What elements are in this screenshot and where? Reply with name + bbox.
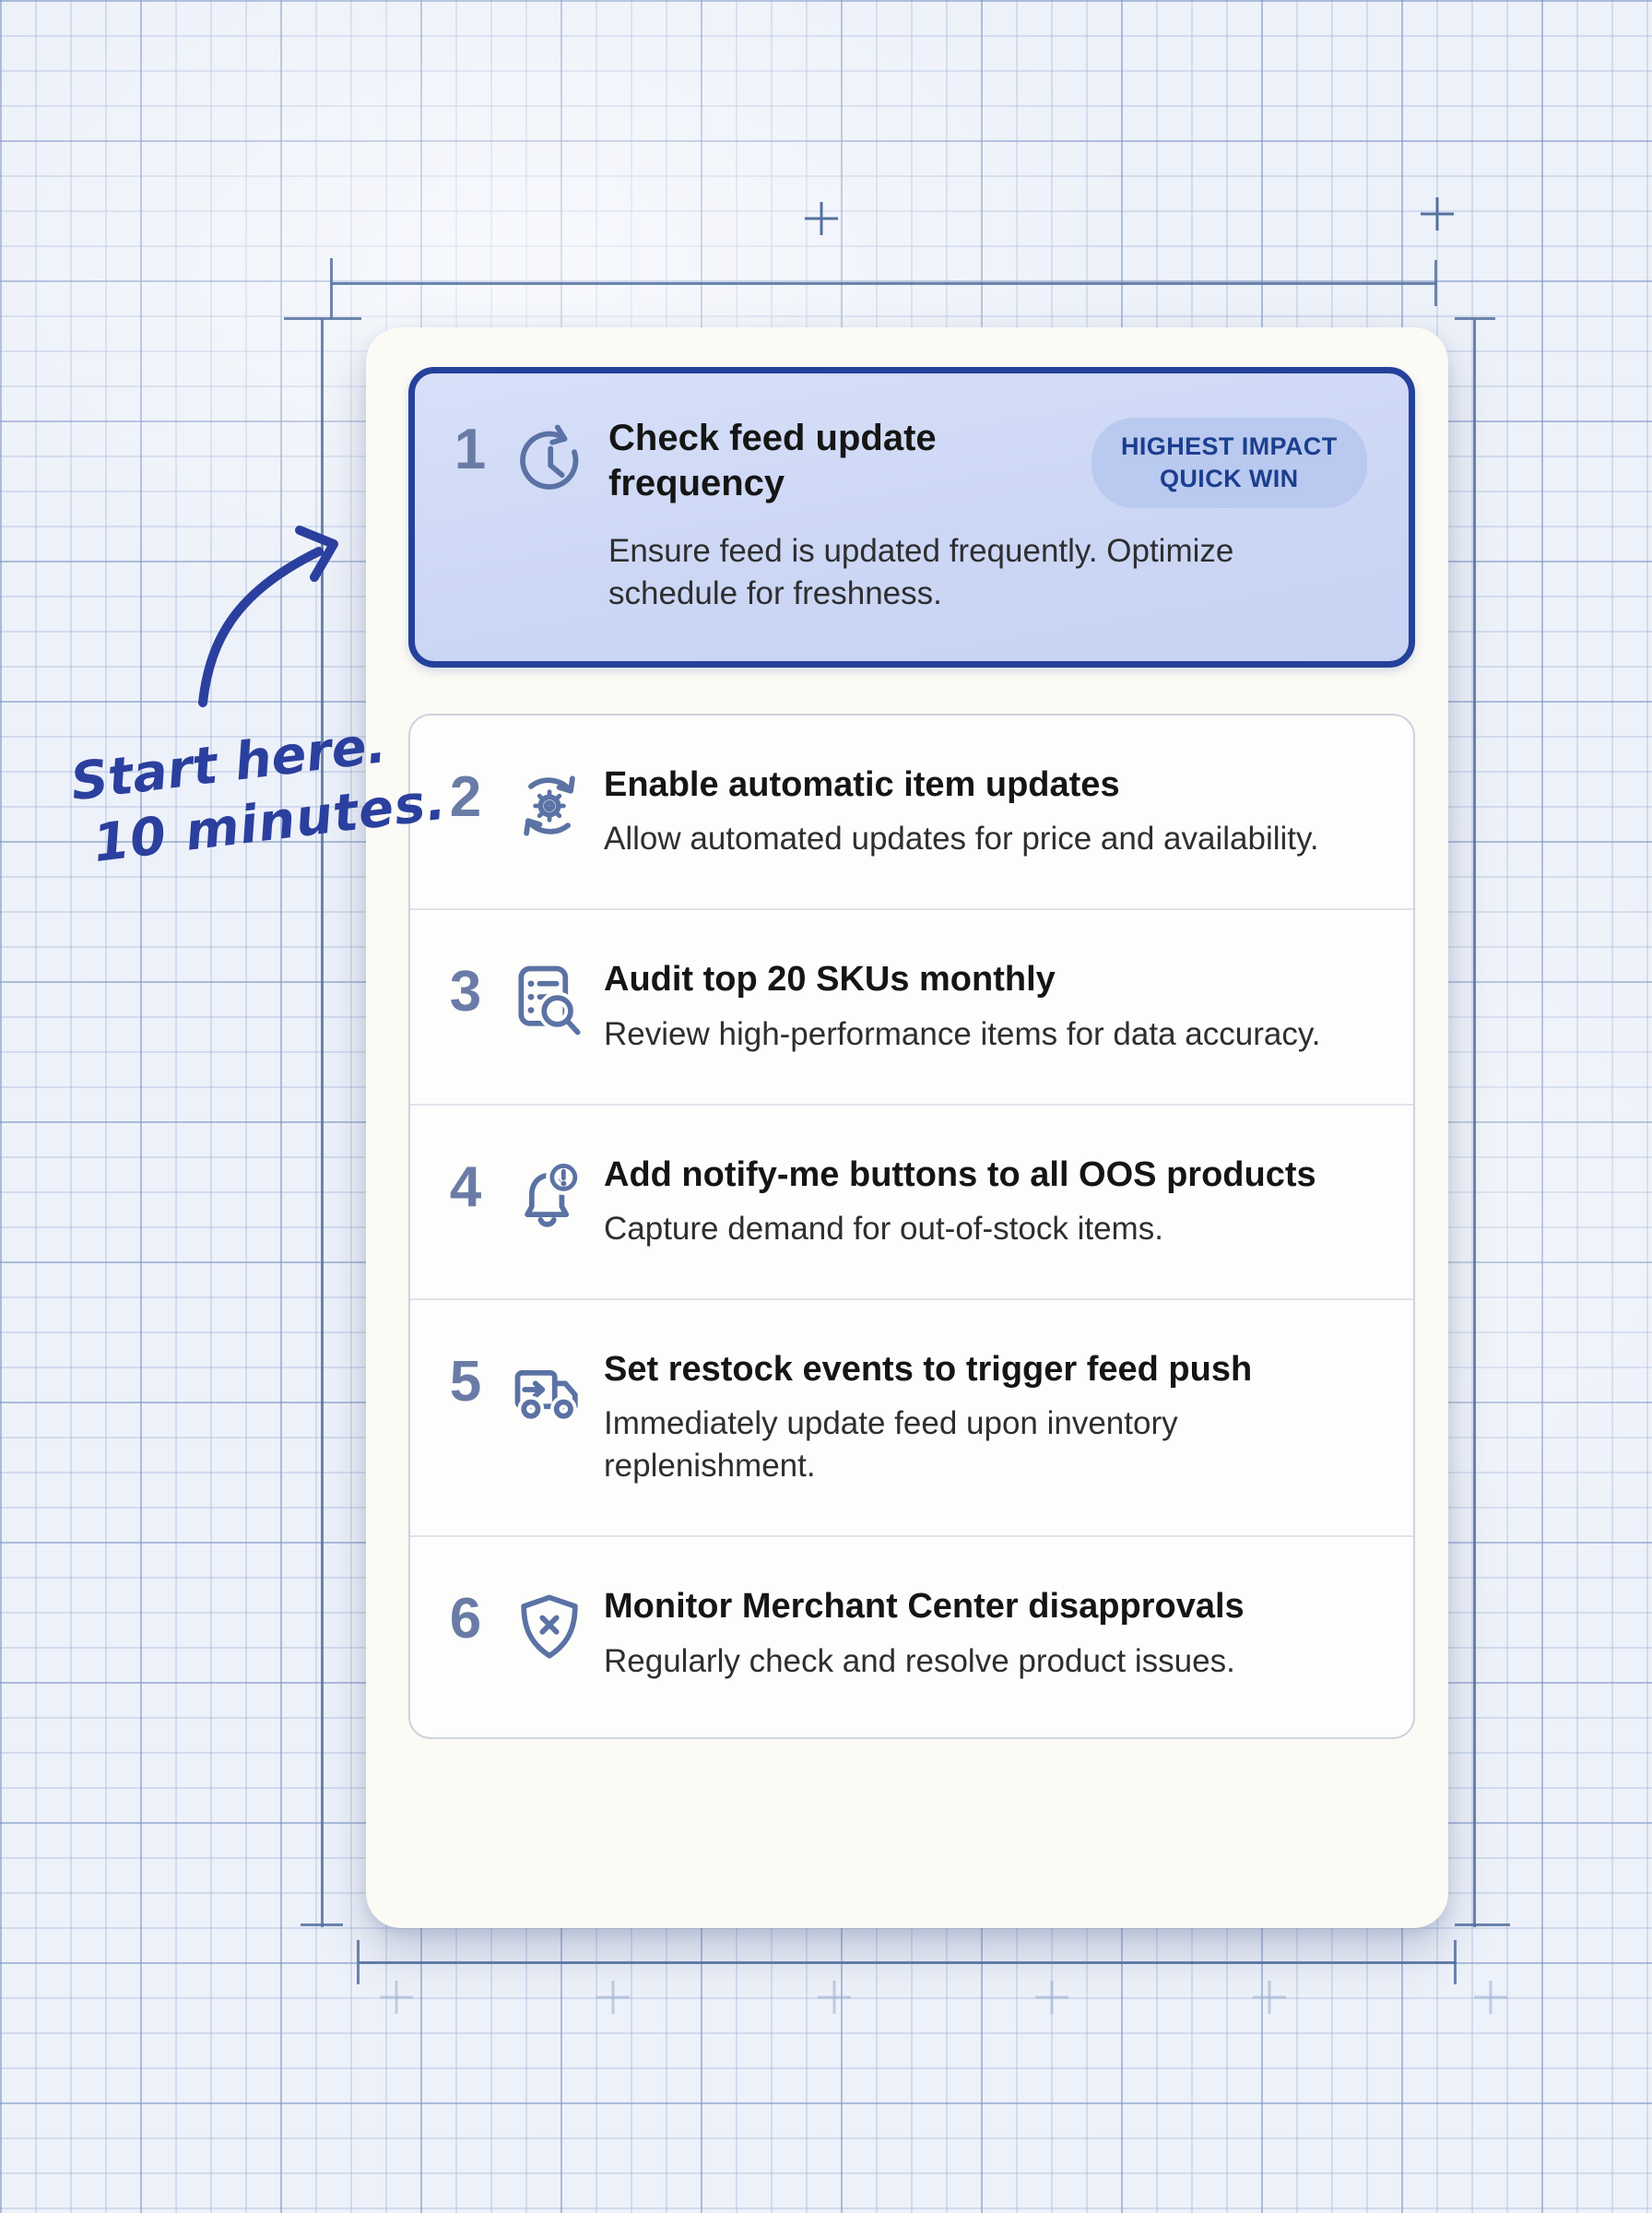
item-description: Immediately update feed upon inventory r… xyxy=(604,1405,1178,1485)
clock-refresh-icon xyxy=(512,416,596,501)
checklist-item-4[interactable]: 4 Add notify-me buttons to all OO xyxy=(410,1103,1413,1298)
guide-tick xyxy=(284,317,361,320)
badge-line: HIGHEST IMPACT xyxy=(1121,432,1338,460)
item-title: Audit top 20 SKUs monthly xyxy=(604,960,1056,1000)
crop-mark xyxy=(596,1981,630,2014)
item-title: Enable automatic item updates xyxy=(604,764,1120,804)
guide-tick xyxy=(1455,1923,1510,1926)
item-title: Set restock events to trigger feed push xyxy=(604,1349,1253,1389)
curved-arrow-icon xyxy=(198,526,338,707)
crop-mark xyxy=(1035,1981,1068,2014)
checklist-list: 2 xyxy=(408,713,1415,1740)
crop-mark xyxy=(818,1981,851,2014)
item-number: 1 xyxy=(454,418,487,481)
item-description: Capture demand for out-of-stock items. xyxy=(604,1211,1163,1248)
item-number: 5 xyxy=(449,1349,482,1414)
item-number: 4 xyxy=(449,1154,482,1219)
checklist-item-2[interactable]: 2 xyxy=(410,716,1413,908)
guide-line-left xyxy=(321,319,324,1927)
audit-list-magnifier-icon xyxy=(507,958,592,1043)
item-title: Monitor Merchant Center disapprovals xyxy=(604,1587,1245,1627)
crop-mark xyxy=(1421,197,1454,231)
item-title: Check feed update frequency xyxy=(608,418,937,503)
guide-line-top xyxy=(332,282,1436,285)
checklist-item-1[interactable]: 1 Check feed update frequency HIGHEST IM… xyxy=(408,367,1415,668)
checklist-item-5[interactable]: 5 Set restock events t xyxy=(410,1297,1413,1535)
item-description: Ensure feed is updated frequently. Optim… xyxy=(608,533,1234,612)
shield-x-icon xyxy=(507,1585,592,1670)
item-title: Add notify-me buttons to all OOS product… xyxy=(604,1154,1316,1194)
crop-mark xyxy=(1253,1981,1286,2014)
item-description: Review high-performance items for data a… xyxy=(604,1015,1321,1052)
guide-tick xyxy=(301,1923,343,1926)
item-description: Regularly check and resolve product issu… xyxy=(604,1642,1235,1679)
checklist-item-3[interactable]: 3 Audit top 20 SKUs mo xyxy=(410,908,1413,1103)
item-number: 6 xyxy=(449,1587,482,1651)
guide-tick xyxy=(1455,317,1495,320)
badge-line: QUICK WIN xyxy=(1160,465,1299,493)
highlight-badge: HIGHEST IMPACT QUICK WIN xyxy=(1092,418,1367,509)
item-number: 2 xyxy=(449,764,482,829)
item-number: 3 xyxy=(449,960,482,1024)
guide-tick xyxy=(330,258,333,319)
checklist-card: 1 Check feed update frequency HIGHEST IM… xyxy=(366,327,1448,1928)
guide-line-right xyxy=(1473,319,1476,1927)
truck-restock-icon xyxy=(507,1348,592,1433)
gear-sync-icon xyxy=(507,763,592,848)
crop-mark xyxy=(380,1981,413,2014)
crop-mark xyxy=(805,202,838,235)
checklist-item-6[interactable]: 6 Monitor Merchant Center disapprovals R… xyxy=(410,1535,1413,1737)
guide-line-bottom xyxy=(359,1961,1456,1964)
guide-tick xyxy=(1454,1940,1457,1984)
crop-mark xyxy=(1474,1981,1507,2014)
guide-tick xyxy=(357,1940,360,1984)
guide-tick xyxy=(1434,260,1437,306)
item-description: Allow automated updates for price and av… xyxy=(604,821,1319,858)
bell-alert-icon xyxy=(507,1154,592,1238)
